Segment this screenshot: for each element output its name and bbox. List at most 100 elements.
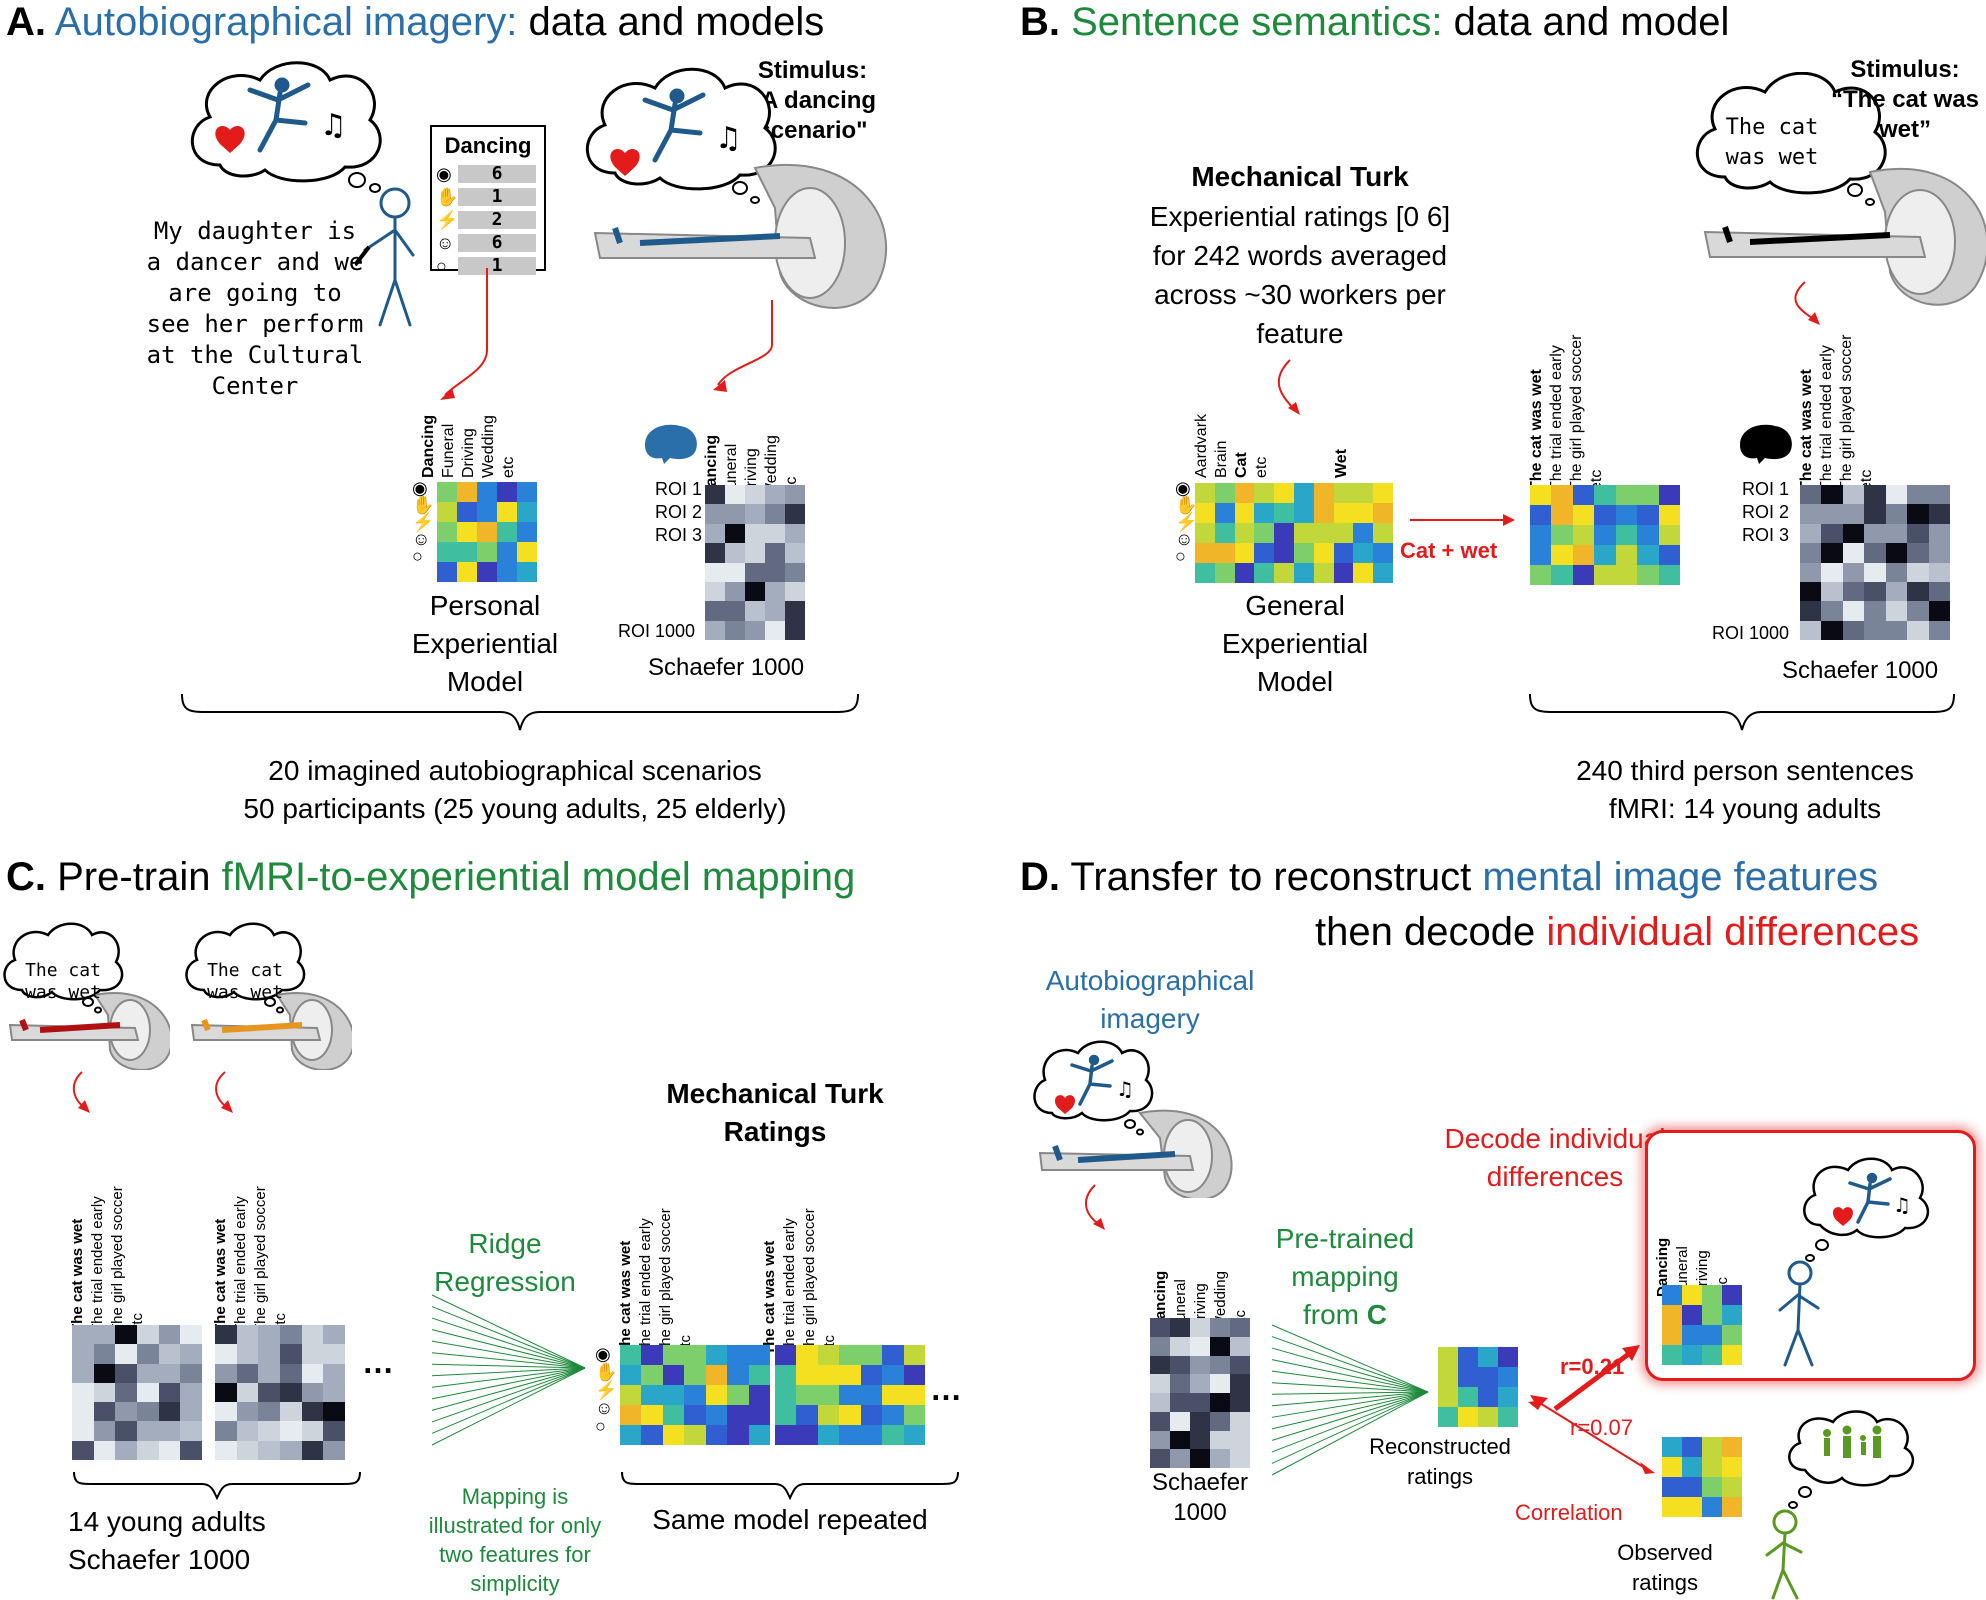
matrix-cell <box>1274 503 1294 523</box>
stimulus-a-heading: Stimulus: <box>757 57 868 84</box>
matrix-cell <box>1864 504 1886 524</box>
col-label: The girl played soccer <box>252 1186 269 1333</box>
mapping-line <box>431 1317 586 1369</box>
matrix-cell <box>1478 1387 1498 1407</box>
matrix-cell <box>662 1425 685 1445</box>
matrix-cell <box>1170 1449 1190 1468</box>
roi-label: ROI 3 <box>655 525 703 545</box>
matrix-cell <box>1210 1336 1230 1356</box>
matrix-cell <box>882 1405 904 1425</box>
col-label: The cat was wet <box>1528 369 1545 491</box>
matrix-cell <box>180 1325 202 1345</box>
feature-icons-column: ◉✋⚡☺○ <box>436 163 458 278</box>
rating-card-title: Dancing <box>444 133 532 158</box>
matrix-cell <box>1530 565 1552 585</box>
matrix-cell <box>1658 485 1680 505</box>
matrix-cell <box>279 1402 302 1422</box>
roi-label: ROI 2 <box>655 502 703 522</box>
matrix-cell <box>158 1440 181 1460</box>
matrix-cell <box>641 1405 663 1425</box>
matrix-cell <box>745 620 765 640</box>
matrix-cell <box>765 504 785 524</box>
matrix-cell <box>437 562 457 582</box>
matrix-cell <box>748 1405 770 1425</box>
matrix-cell <box>1637 525 1659 545</box>
brace-c-left <box>73 1471 361 1500</box>
matrix-cell <box>1313 503 1334 523</box>
eye-icon: ◉ <box>436 164 452 184</box>
matrix-cell <box>765 562 785 582</box>
panel-d-title-colored: mental image features <box>1482 855 1879 899</box>
a-feature-icons: ◉✋⚡☺○ <box>412 478 435 566</box>
matrix-cell <box>1234 523 1255 543</box>
matrix-cell <box>839 1425 861 1445</box>
matrix-cell <box>727 1365 749 1385</box>
general-model-label: General Experiential Model <box>1221 590 1369 697</box>
matrix-cell <box>1438 1387 1458 1407</box>
d-mapping-label: Pre-trained mapping from C <box>1265 1220 1425 1334</box>
matrix-cell <box>115 1325 137 1345</box>
matrix-cell <box>1722 1325 1742 1345</box>
matrix-cell <box>1230 1411 1250 1431</box>
col-label: The cat was wet <box>617 1240 634 1355</box>
matrix-cell <box>1594 565 1616 585</box>
matrix-cell <box>765 523 785 544</box>
matrix-cell <box>1682 1305 1702 1325</box>
matrix-cell <box>1842 523 1865 544</box>
matrix-cell <box>860 1425 883 1445</box>
matrix-cell <box>1274 563 1294 583</box>
matrix-cell <box>684 1365 706 1385</box>
matrix-cell <box>457 562 477 582</box>
matrix-cell <box>860 1405 883 1425</box>
matrix-cell <box>1885 562 1908 582</box>
matrix-cell <box>1885 523 1908 544</box>
matrix-cell <box>136 1382 159 1403</box>
matrix-cell <box>1214 523 1235 543</box>
parcellation-label-a: Schaefer 1000 <box>648 654 805 681</box>
matrix-cell <box>785 543 805 563</box>
arrow-r-high <box>1553 1350 1632 1412</box>
matrix-cell <box>1907 601 1929 621</box>
matrix-cell <box>684 1405 706 1425</box>
matrix-cell <box>817 1425 840 1445</box>
mapping-line <box>431 1367 586 1434</box>
col-label: The girl played soccer <box>657 1208 674 1355</box>
matrix-cell <box>1594 545 1616 565</box>
matrix-cell <box>457 542 477 562</box>
matrix-cell <box>1800 523 1822 544</box>
d-imagery-label: Autobiographical imagery <box>1045 965 1255 1034</box>
matrix-cell <box>1682 1437 1702 1457</box>
matrix-cell <box>158 1402 181 1422</box>
panel-a-title: A. Autobiographical imagery: data and mo… <box>6 0 824 45</box>
matrix-cell <box>1722 1345 1742 1365</box>
matrix-cell <box>1928 523 1950 544</box>
matrix-cell <box>1254 543 1275 563</box>
b-summary-line2: fMRI: 14 young adults <box>1608 793 1882 824</box>
c-mapping-note: Mapping is illustrated for only two feat… <box>428 1484 602 1596</box>
matrix-cell <box>1864 485 1886 505</box>
matrix-cell <box>1682 1497 1702 1517</box>
matrix-cell <box>115 1382 137 1403</box>
matrix-cell <box>860 1345 883 1365</box>
col-label: etc <box>500 456 517 478</box>
matrix-cell <box>258 1363 280 1383</box>
matrix-cell <box>1572 545 1595 565</box>
matrix-cell <box>1353 503 1374 523</box>
heart-icon <box>215 125 245 153</box>
matrix-cell <box>1702 1325 1722 1345</box>
matrix-cell <box>620 1425 642 1445</box>
matrix-cell <box>817 1365 840 1385</box>
matrix-cell <box>497 482 517 502</box>
arrow-r-low <box>1534 1399 1646 1469</box>
matrix-cell <box>1230 1430 1250 1450</box>
matrix-cell <box>236 1344 259 1364</box>
col-label: The cat was wet <box>69 1218 86 1333</box>
mapping-line <box>431 1329 586 1369</box>
matrix-cell <box>1821 543 1843 563</box>
matrix-cell <box>258 1382 280 1403</box>
matrix-cell <box>1842 504 1865 524</box>
matrix-cell <box>745 543 765 563</box>
col-label: The girl played soccer <box>1568 334 1585 491</box>
matrix-cell <box>215 1402 237 1422</box>
panel-a-title-colored: Autobiographical imagery: <box>54 0 518 44</box>
